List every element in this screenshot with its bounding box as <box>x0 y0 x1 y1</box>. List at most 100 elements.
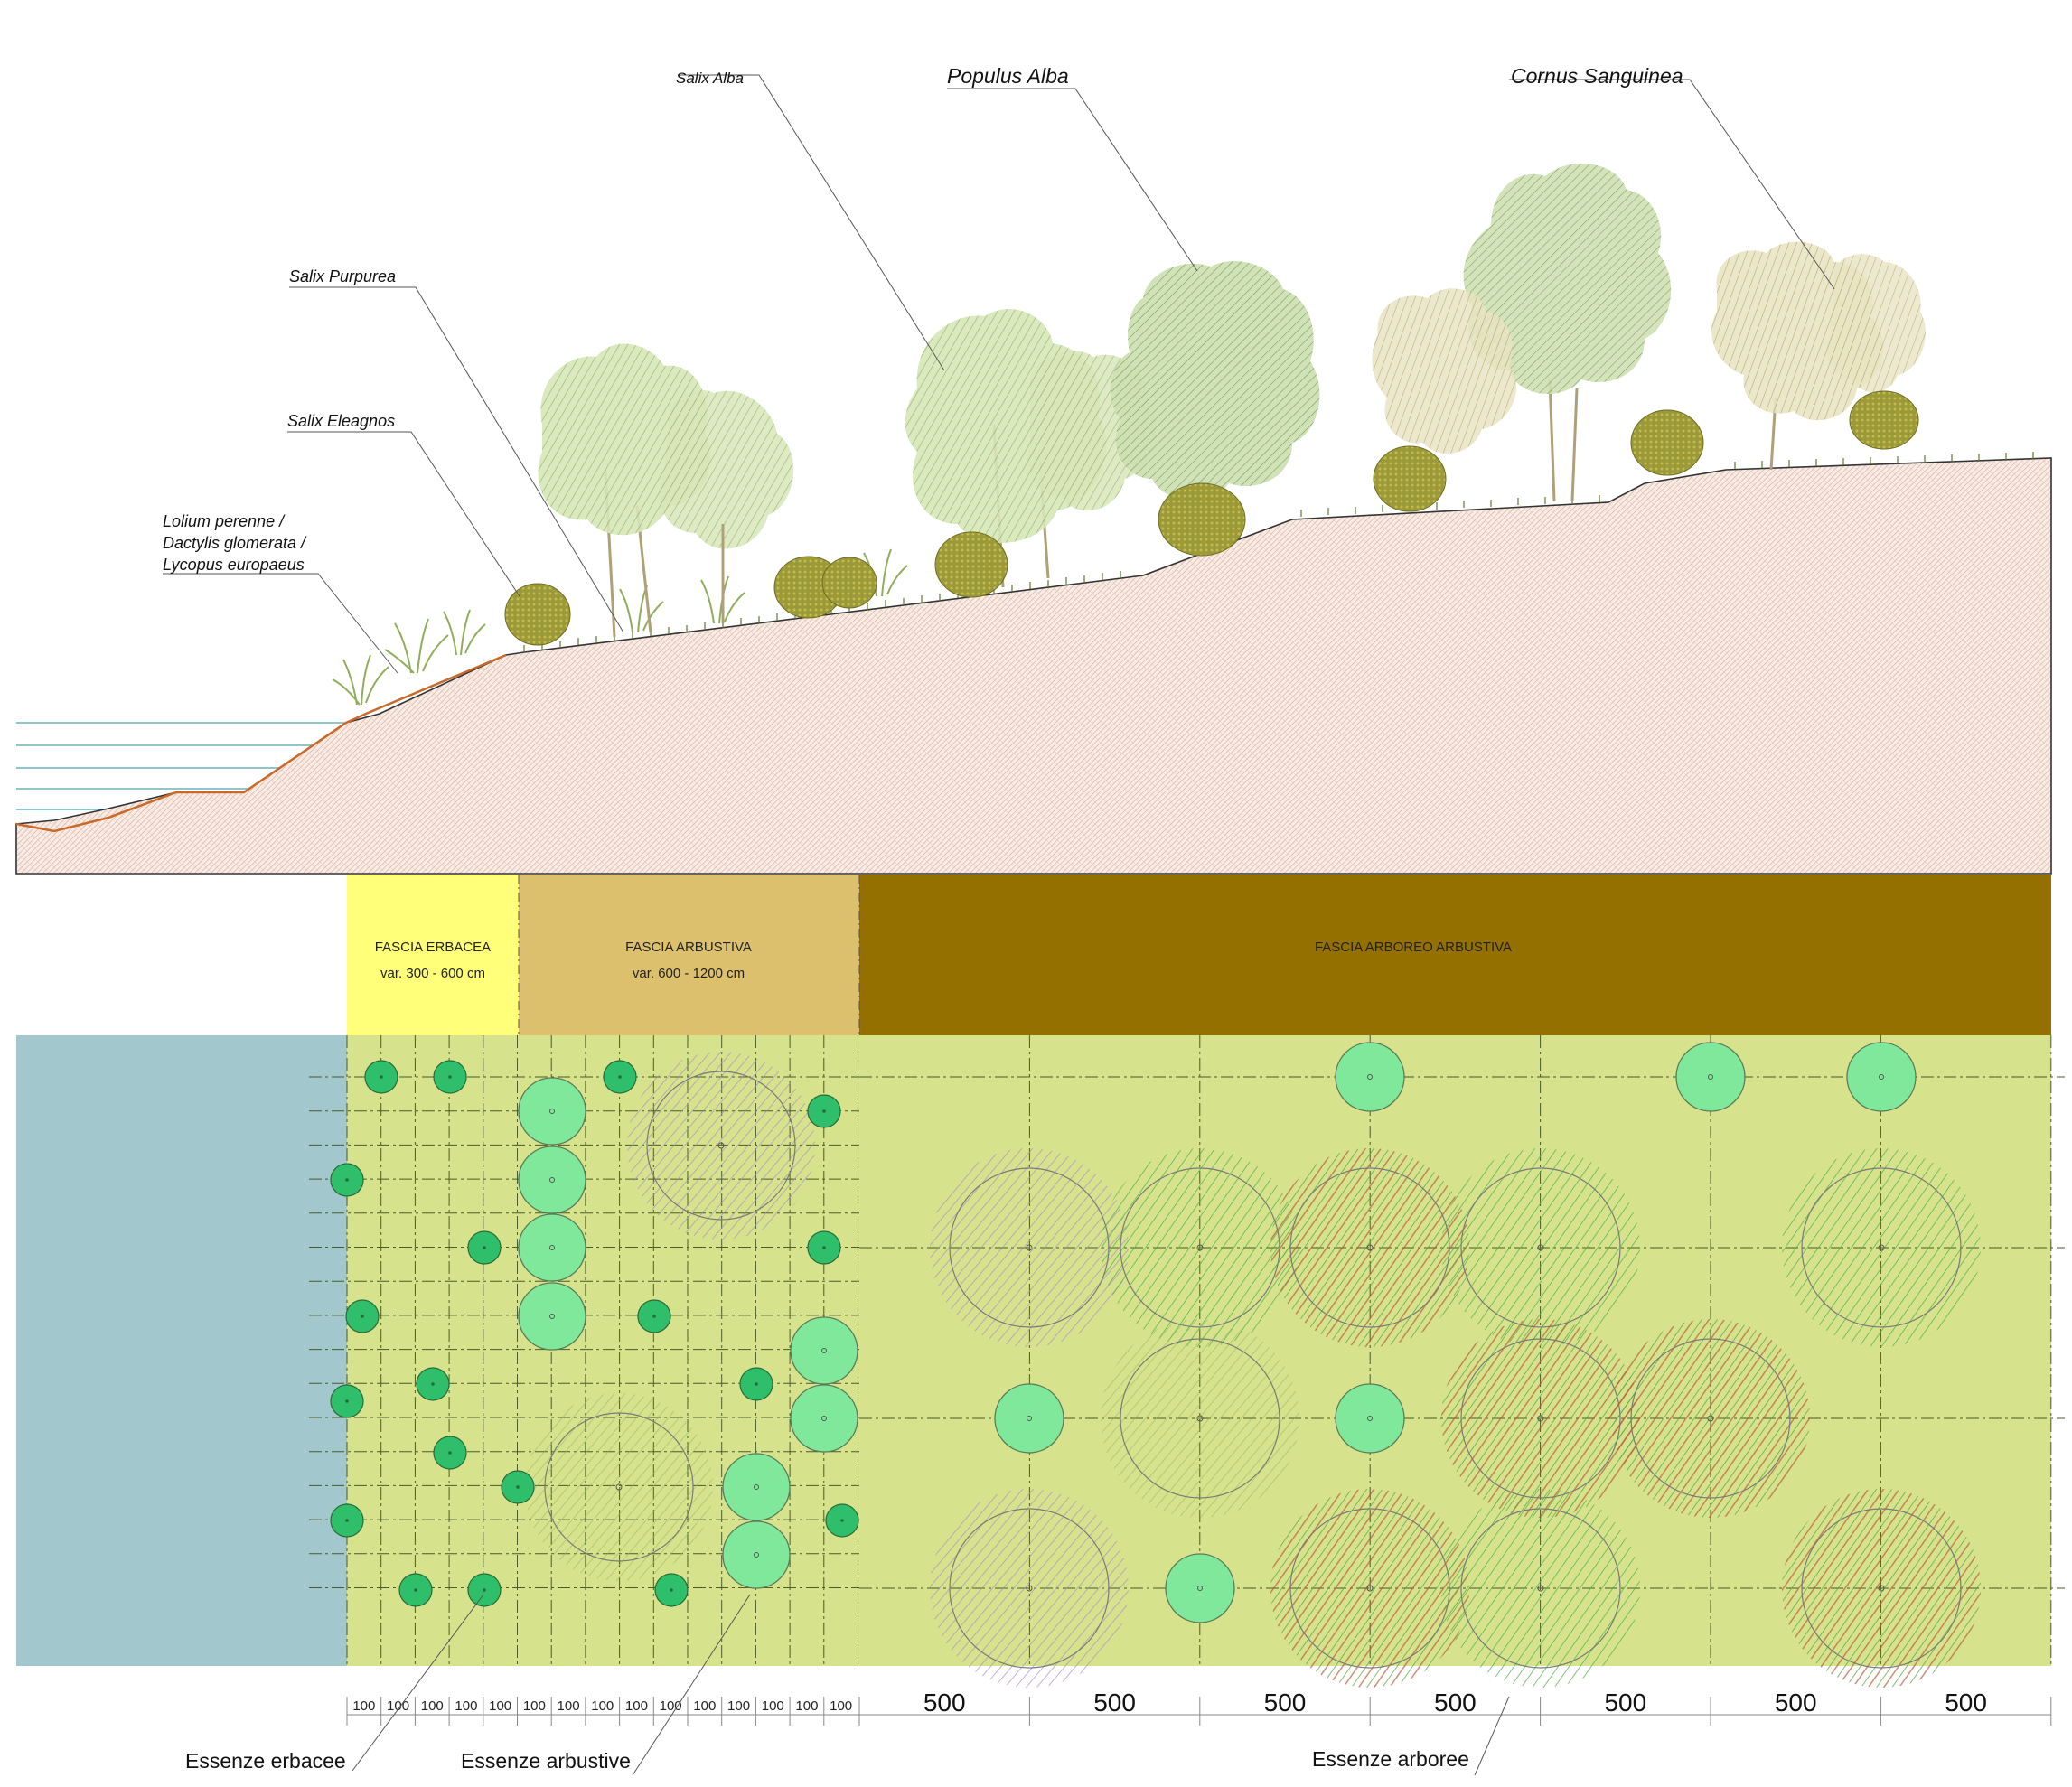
shrub-centre-mark <box>1708 1074 1713 1080</box>
dimension-label-100: 100 <box>591 1698 614 1714</box>
tree-canopy-hatch <box>627 1052 815 1240</box>
dimension-label-100: 100 <box>387 1698 409 1714</box>
dimension-label-500: 500 <box>923 1689 966 1717</box>
band-erbacea-range: var. 300 - 600 cm <box>380 966 485 981</box>
band-erbacea-title: FASCIA ERBACEA <box>375 940 491 955</box>
shrub-centre-mark <box>1879 1074 1884 1080</box>
tree-canopy-hatch <box>1441 1489 1640 1688</box>
label-salix-eleagnos: Salix Eleagnos <box>287 412 395 430</box>
herb-centre-mark <box>414 1588 417 1592</box>
herb-centre-mark <box>516 1485 520 1489</box>
leader-erbacee <box>352 1594 484 1772</box>
herb-centre-mark <box>652 1315 656 1318</box>
herb-centre-mark <box>380 1075 383 1079</box>
dimension-label-500: 500 <box>1093 1689 1136 1717</box>
herb-centre-mark <box>448 1451 452 1455</box>
shrub-centre-mark <box>1367 1074 1373 1080</box>
legend-arboree: Essenze arboree <box>1312 1747 1469 1771</box>
tree-canopy-hatch <box>1782 1489 1981 1688</box>
herb-centre-mark <box>822 1109 826 1113</box>
tree-canopy-hatch <box>525 1393 713 1581</box>
tree-centre-mark <box>1878 1244 1885 1251</box>
shrub-circle <box>1675 1042 1746 1112</box>
shrub-circle <box>518 1282 586 1351</box>
tree-canopy-hatch <box>1611 1319 1810 1518</box>
tree-canopy-hatch <box>930 1489 1129 1688</box>
band-erbacea <box>347 875 519 1035</box>
herb-centre-mark <box>361 1315 364 1318</box>
legend-erbacee: Essenze erbacee <box>185 1749 346 1773</box>
tree-centre-mark <box>1366 1244 1374 1251</box>
label-cornus-sanguinea: Cornus Sanguinea <box>1511 64 1683 88</box>
shrub-centre-mark <box>1367 1416 1373 1421</box>
shrub-centre-mark <box>549 1245 555 1250</box>
dimension-label-100: 100 <box>660 1698 682 1714</box>
shrub-circle <box>1335 1383 1405 1454</box>
band-arbustiva-range: var. 600 - 1200 cm <box>633 966 745 981</box>
tree-canopy-outline <box>646 1071 796 1221</box>
tree-centre-mark <box>1196 1244 1204 1251</box>
tree-canopy-hatch <box>1441 1148 1640 1347</box>
plan-view <box>16 1035 2065 1688</box>
shrub-centre-mark <box>549 1109 555 1114</box>
tree-centre-mark <box>1196 1415 1204 1422</box>
label-grass-line3: Lycopus europaeus <box>163 556 305 574</box>
dimension-label-100: 100 <box>352 1698 375 1714</box>
tree-canopy-hatch <box>1782 1148 1981 1347</box>
dimension-label-100: 100 <box>795 1698 818 1714</box>
shrub-circle <box>722 1453 791 1521</box>
tree-centre-mark <box>717 1142 725 1149</box>
dimension-label-500: 500 <box>1945 1689 1987 1717</box>
dimension-label-100: 100 <box>455 1698 477 1714</box>
dimension-label-500: 500 <box>1264 1689 1307 1717</box>
band-arbustiva <box>519 875 859 1035</box>
band-headers: FASCIA ERBACEA var. 300 - 600 cm FASCIA … <box>347 875 2051 1035</box>
plan-water <box>16 1035 347 1666</box>
tree-canopy-hatch <box>1270 1489 1469 1688</box>
tree-canopy-outline <box>1120 1338 1280 1499</box>
shrub-circle <box>722 1520 791 1589</box>
tree-centre-mark <box>1366 1585 1374 1592</box>
herb-centre-mark <box>822 1246 826 1249</box>
dimension-label-100: 100 <box>558 1698 580 1714</box>
dimension-label-100: 100 <box>523 1698 546 1714</box>
shrub-circle <box>518 1077 586 1146</box>
shrub-centre-mark <box>821 1416 827 1421</box>
riverbed-line <box>15 653 507 833</box>
tree-cornus-sanguinea <box>1711 241 1926 471</box>
shrub-circles <box>518 1042 1917 1623</box>
tree-centre-mark <box>1026 1585 1033 1592</box>
tree-centre-mark <box>615 1483 623 1491</box>
shrub-centre-mark <box>549 1177 555 1183</box>
shrub-circle <box>518 1146 586 1214</box>
shrub-centre-mark <box>549 1314 555 1319</box>
band-arbustiva-title: FASCIA ARBUSTIVA <box>625 940 752 955</box>
tree-willow-left <box>538 343 794 638</box>
herb-centre-mark <box>345 1519 349 1522</box>
tree-canopy-hatch <box>930 1148 1129 1347</box>
shrub-circle <box>1335 1042 1405 1112</box>
dimension-label-100: 100 <box>762 1698 784 1714</box>
leader-arboree <box>1474 1696 1510 1776</box>
shrub-circle <box>1846 1042 1917 1112</box>
shrub-circle <box>518 1213 586 1282</box>
leader-lines <box>163 74 1835 674</box>
shrub-centre-mark <box>1027 1416 1032 1421</box>
dimension-label-500: 500 <box>1434 1689 1477 1717</box>
legend: Essenze erbacee Essenze arbustive Essenz… <box>185 1594 1510 1776</box>
herb-centre-mark <box>483 1588 486 1592</box>
dimension-label-100: 100 <box>830 1698 852 1714</box>
label-grass-line2: Dactylis glomerata / <box>163 534 307 552</box>
tree-canopies <box>525 1052 1981 1688</box>
tree-centre-mark <box>1537 1585 1544 1592</box>
herb-centre-mark <box>840 1519 844 1522</box>
tree-canopy-outline <box>544 1412 694 1562</box>
legend-arbustive: Essenze arbustive <box>461 1749 631 1773</box>
herb-centre-mark <box>448 1075 452 1079</box>
tree-populus-alba <box>1111 261 1320 501</box>
tree-canopy-outline <box>1801 1167 1962 1328</box>
cross-section: Salix Alba Populus Alba Cornus Sanguinea… <box>15 64 2052 875</box>
tree-canopy-outline <box>1460 1508 1621 1669</box>
